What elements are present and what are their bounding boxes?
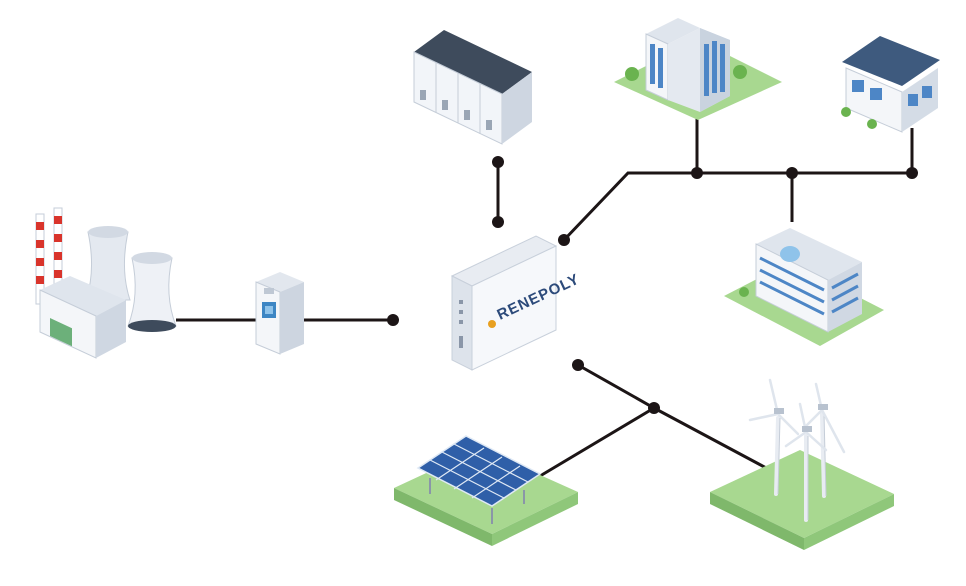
smart-meter-icon <box>255 272 304 355</box>
plant-roof <box>40 276 126 316</box>
plant-side <box>96 300 126 358</box>
energy-hub-icon: RENEPOLY <box>450 235 582 371</box>
line-solar-branch <box>539 406 655 478</box>
line-hub-to-renewables <box>577 363 771 472</box>
line-hub-to-buildings <box>562 171 912 242</box>
dot-battery-bottom <box>492 216 504 228</box>
dot-office <box>691 167 703 179</box>
solar-panel-icon <box>394 435 578 546</box>
power-plant-icon <box>35 207 177 359</box>
dot-hotel <box>786 167 798 179</box>
house-icon <box>841 36 940 133</box>
cooling-tower-front-top <box>132 252 172 264</box>
plant-door <box>50 318 72 347</box>
dot-renewable-junction <box>648 402 660 414</box>
hotel-building-icon <box>724 228 884 346</box>
dot-hub-buildings <box>558 234 570 246</box>
renepoly-logo-icon <box>488 320 496 328</box>
office-building-icon <box>614 18 782 120</box>
hub-status-leds <box>459 300 463 348</box>
dot-plant-hub <box>387 314 399 326</box>
dot-battery-top <box>492 156 504 168</box>
cooling-tower-front <box>127 257 177 327</box>
connection-dots <box>387 156 918 414</box>
cooling-tower-back <box>85 231 131 301</box>
battery-cabinet-icon <box>413 30 532 145</box>
cooling-tower-back-top <box>88 226 128 238</box>
wind-turbine-icon <box>710 378 894 550</box>
cooling-tower-front-base <box>128 320 176 332</box>
dot-house <box>906 167 918 179</box>
dot-hub-renewables <box>572 359 584 371</box>
